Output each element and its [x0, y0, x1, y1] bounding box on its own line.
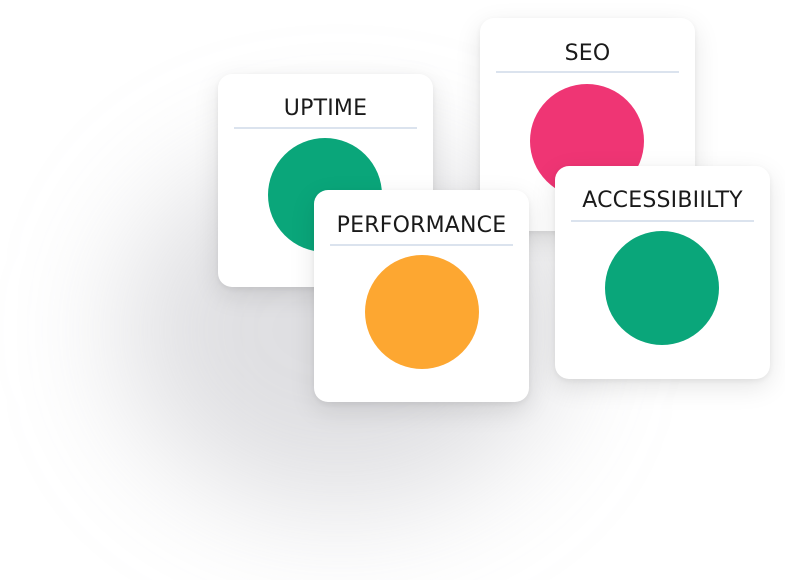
performance-card-title: PERFORMANCE: [336, 213, 507, 238]
performance-card: PERFORMANCE: [314, 190, 529, 402]
uptime-card-divider: [234, 127, 417, 129]
accessibility-card: ACCESSIBIILTY: [555, 166, 770, 379]
seo-card-divider: [496, 71, 679, 73]
performance-card-divider: [330, 244, 513, 246]
accessibility-card-title: ACCESSIBIILTY: [582, 188, 743, 213]
accessibility-card-divider: [571, 220, 754, 222]
accessibility-status-indicator: [605, 231, 719, 345]
seo-card-title: SEO: [564, 41, 611, 66]
performance-status-indicator: [365, 255, 479, 369]
uptime-card-title: UPTIME: [283, 96, 368, 121]
